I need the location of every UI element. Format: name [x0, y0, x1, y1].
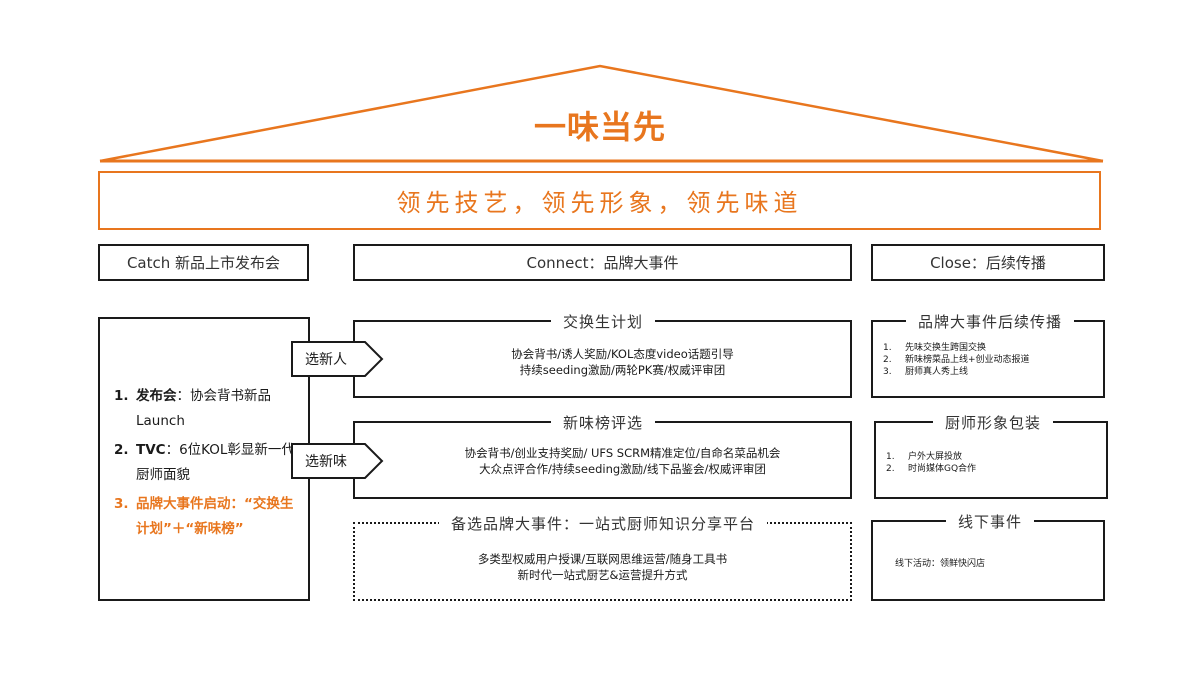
- exchange-panel: 交换生计划 协会背书/诱人奖励/KOL态度video话题引导 持续seeding…: [353, 311, 852, 398]
- list-item-number: 2.: [114, 442, 129, 458]
- alternative-line-2: 新时代一站式厨艺&运营提升方式: [517, 568, 688, 582]
- exchange-line-1: 协会背书/诱人奖励/KOL态度video话题引导: [511, 347, 734, 361]
- column-header-catch: Catch 新品上市发布会: [98, 244, 309, 281]
- column-header-catch-label: Catch 新品上市发布会: [126, 254, 281, 272]
- list-item-text: ：“交换生计划”＋“新味榜”: [136, 496, 294, 537]
- image-panel: 厨师形象包装 1.户外大屏投放 2.时尚媒体GQ合作: [874, 412, 1108, 499]
- exchange-line-2: 持续seeding激励/两轮PK赛/权威评审团: [519, 363, 726, 377]
- list-item: 2.时尚媒体GQ合作: [886, 464, 977, 474]
- alternative-panel-title: 备选品牌大事件：一站式厨师知识分享平台: [438, 513, 768, 534]
- alternative-panel-body: 多类型权威用户授课/互联网思维运营/随身工具书 新时代一站式厨艺&运营提升方式: [355, 551, 850, 583]
- column-header-close-label: Close：后续传播: [930, 254, 1046, 272]
- list-item: 1. 发布会：协会背书新品Launch: [114, 384, 304, 434]
- house-title: 一味当先: [533, 108, 666, 146]
- spread-panel: 品牌大事件后续传播 1.先味交换生跨国交换 2.新味榜菜品上线+创业动态报道 3…: [871, 311, 1105, 398]
- list-item-head: 发布会: [136, 388, 177, 404]
- column-header-connect: Connect：品牌大事件: [353, 244, 852, 281]
- slogan-text: 领先技艺，领先形象，领先味道: [396, 189, 803, 217]
- offline-panel: 线下事件 线下活动：领鲜快闪店: [871, 511, 1105, 601]
- exchange-panel-title: 交换生计划: [550, 311, 656, 332]
- newtaste-panel-body: 协会背书/创业支持奖励/ UFS SCRM精准定位/自命名菜品机会 大众点评合作…: [355, 445, 850, 477]
- spread-panel-title: 品牌大事件后续传播: [905, 311, 1075, 332]
- list-item-number: 3.: [114, 496, 129, 512]
- alternative-panel: 备选品牌大事件：一站式厨师知识分享平台 多类型权威用户授课/互联网思维运营/随身…: [353, 513, 852, 601]
- exchange-panel-body: 协会背书/诱人奖励/KOL态度video话题引导 持续seeding激励/两轮P…: [355, 346, 850, 378]
- list-item: 1.户外大屏投放: [886, 452, 963, 462]
- tag-new-taste-label: 选新味: [305, 454, 347, 470]
- tag-arrow-shape: [291, 341, 384, 377]
- image-panel-title: 厨师形象包装: [932, 412, 1054, 433]
- tag-new-taste: 选新味: [291, 443, 385, 479]
- column-header-close: Close：后续传播: [871, 244, 1105, 281]
- list-item: 2.新味榜菜品上线+创业动态报道: [883, 355, 1030, 365]
- tag-arrow-shape: [291, 443, 384, 479]
- newtaste-panel: 新味榜评选 协会背书/创业支持奖励/ UFS SCRM精准定位/自命名菜品机会 …: [353, 412, 852, 499]
- offline-panel-title: 线下事件: [945, 511, 1035, 532]
- catch-panel: [98, 317, 310, 601]
- list-item-text: ：6位KOL彰显新一代厨师面貌: [136, 442, 295, 483]
- list-item-head: TVC: [136, 442, 166, 458]
- newtaste-panel-title: 新味榜评选: [550, 412, 656, 433]
- offline-text: 线下活动：领鲜快闪店: [895, 559, 986, 569]
- newtaste-line-1: 协会背书/创业支持奖励/ UFS SCRM精准定位/自命名菜品机会: [464, 446, 781, 460]
- list-item-head: 品牌大事件启动: [136, 496, 231, 512]
- newtaste-line-2: 大众点评合作/持续seeding激励/线下品鉴会/权威评审团: [479, 462, 766, 476]
- spread-list: 1.先味交换生跨国交换 2.新味榜菜品上线+创业动态报道 3.厨师真人秀上线: [883, 342, 1097, 378]
- image-list: 1.户外大屏投放 2.时尚媒体GQ合作: [886, 451, 1100, 475]
- list-item-text: ：协会背书新品Launch: [136, 388, 271, 429]
- slogan-banner: 领先技艺，领先形象，领先味道: [98, 171, 1101, 230]
- list-item: 3.厨师真人秀上线: [883, 367, 969, 377]
- list-item-number: 1.: [114, 388, 129, 404]
- tag-new-people: 选新人: [291, 341, 385, 377]
- list-item: 3. 品牌大事件启动：“交换生计划”＋“新味榜”: [114, 492, 304, 542]
- list-item: 2. TVC：6位KOL彰显新一代厨师面貌: [114, 438, 304, 488]
- list-item: 1.先味交换生跨国交换: [883, 343, 987, 353]
- catch-list: 1. 发布会：协会背书新品Launch 2. TVC：6位KOL彰显新一代厨师面…: [114, 384, 304, 542]
- alternative-line-1: 多类型权威用户授课/互联网思维运营/随身工具书: [477, 552, 728, 566]
- tag-new-people-label: 选新人: [305, 352, 347, 368]
- column-header-connect-label: Connect：品牌大事件: [526, 254, 679, 272]
